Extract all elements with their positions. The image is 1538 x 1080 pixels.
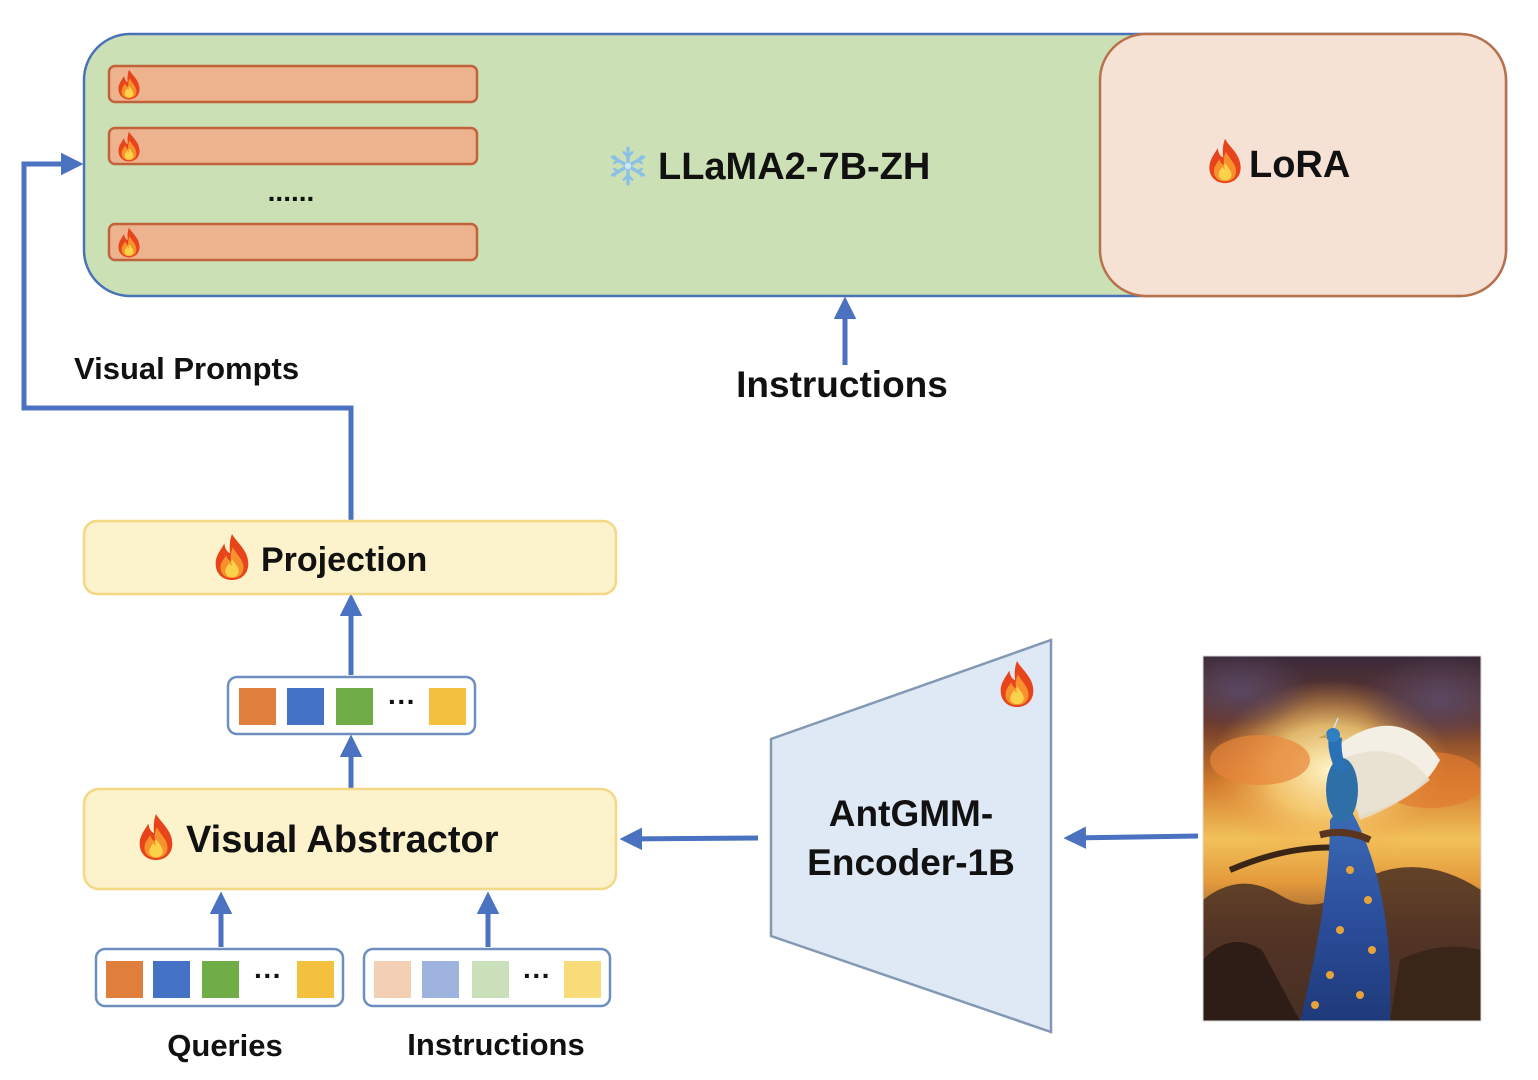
token (336, 688, 373, 725)
token (239, 688, 276, 725)
instructions-label-bottom: Instructions (407, 1027, 584, 1062)
encoder-title-line1: AntGMM- (829, 793, 993, 834)
llm-block: ...... LLaMA2-7B-ZH LoRA (82, 32, 1508, 298)
lora-block: LoRA (1098, 32, 1508, 298)
queries-label: Queries (167, 1028, 282, 1063)
llm-layer (107, 64, 479, 104)
token (429, 688, 466, 725)
llm-layer (107, 222, 479, 262)
token (153, 961, 190, 998)
peacock-image (1203, 656, 1481, 1021)
token-ellipsis: ··· (523, 960, 551, 991)
lora-title: LoRA (1249, 144, 1350, 186)
token-ellipsis: ··· (254, 960, 282, 991)
image-to-encoder-arrow (1063, 826, 1199, 849)
llm-layer (107, 126, 479, 166)
visual-abstractor-block: Visual Abstractor (82, 787, 618, 891)
token (202, 961, 239, 998)
visual-abstractor-title: Visual Abstractor (186, 819, 499, 861)
llm-title: LLaMA2-7B-ZH (658, 146, 930, 188)
encoder-block: AntGMM- Encoder-1B (769, 638, 1053, 1034)
queries-token-row: ··· (94, 947, 345, 1008)
visual-prompts-label: Visual Prompts (74, 351, 299, 386)
token (106, 961, 143, 998)
visual-prompts-arrow (21, 152, 354, 520)
connectors (21, 152, 1199, 947)
token (564, 961, 601, 998)
token-ellipsis: ··· (388, 686, 416, 717)
token (422, 961, 459, 998)
token (374, 961, 411, 998)
instructions-label-top: Instructions (736, 364, 948, 405)
token (472, 961, 509, 998)
layers-ellipsis: ...... (268, 176, 315, 207)
projection-title: Projection (261, 541, 427, 579)
encoder-to-abstractor-arrow (619, 827, 759, 851)
output-token-row: ··· (226, 675, 477, 736)
instructions-token-row: ··· (362, 947, 612, 1008)
encoder-title-line2: Encoder-1B (807, 842, 1015, 883)
token (287, 688, 324, 725)
token (297, 961, 334, 998)
projection-block: Projection (82, 519, 618, 596)
